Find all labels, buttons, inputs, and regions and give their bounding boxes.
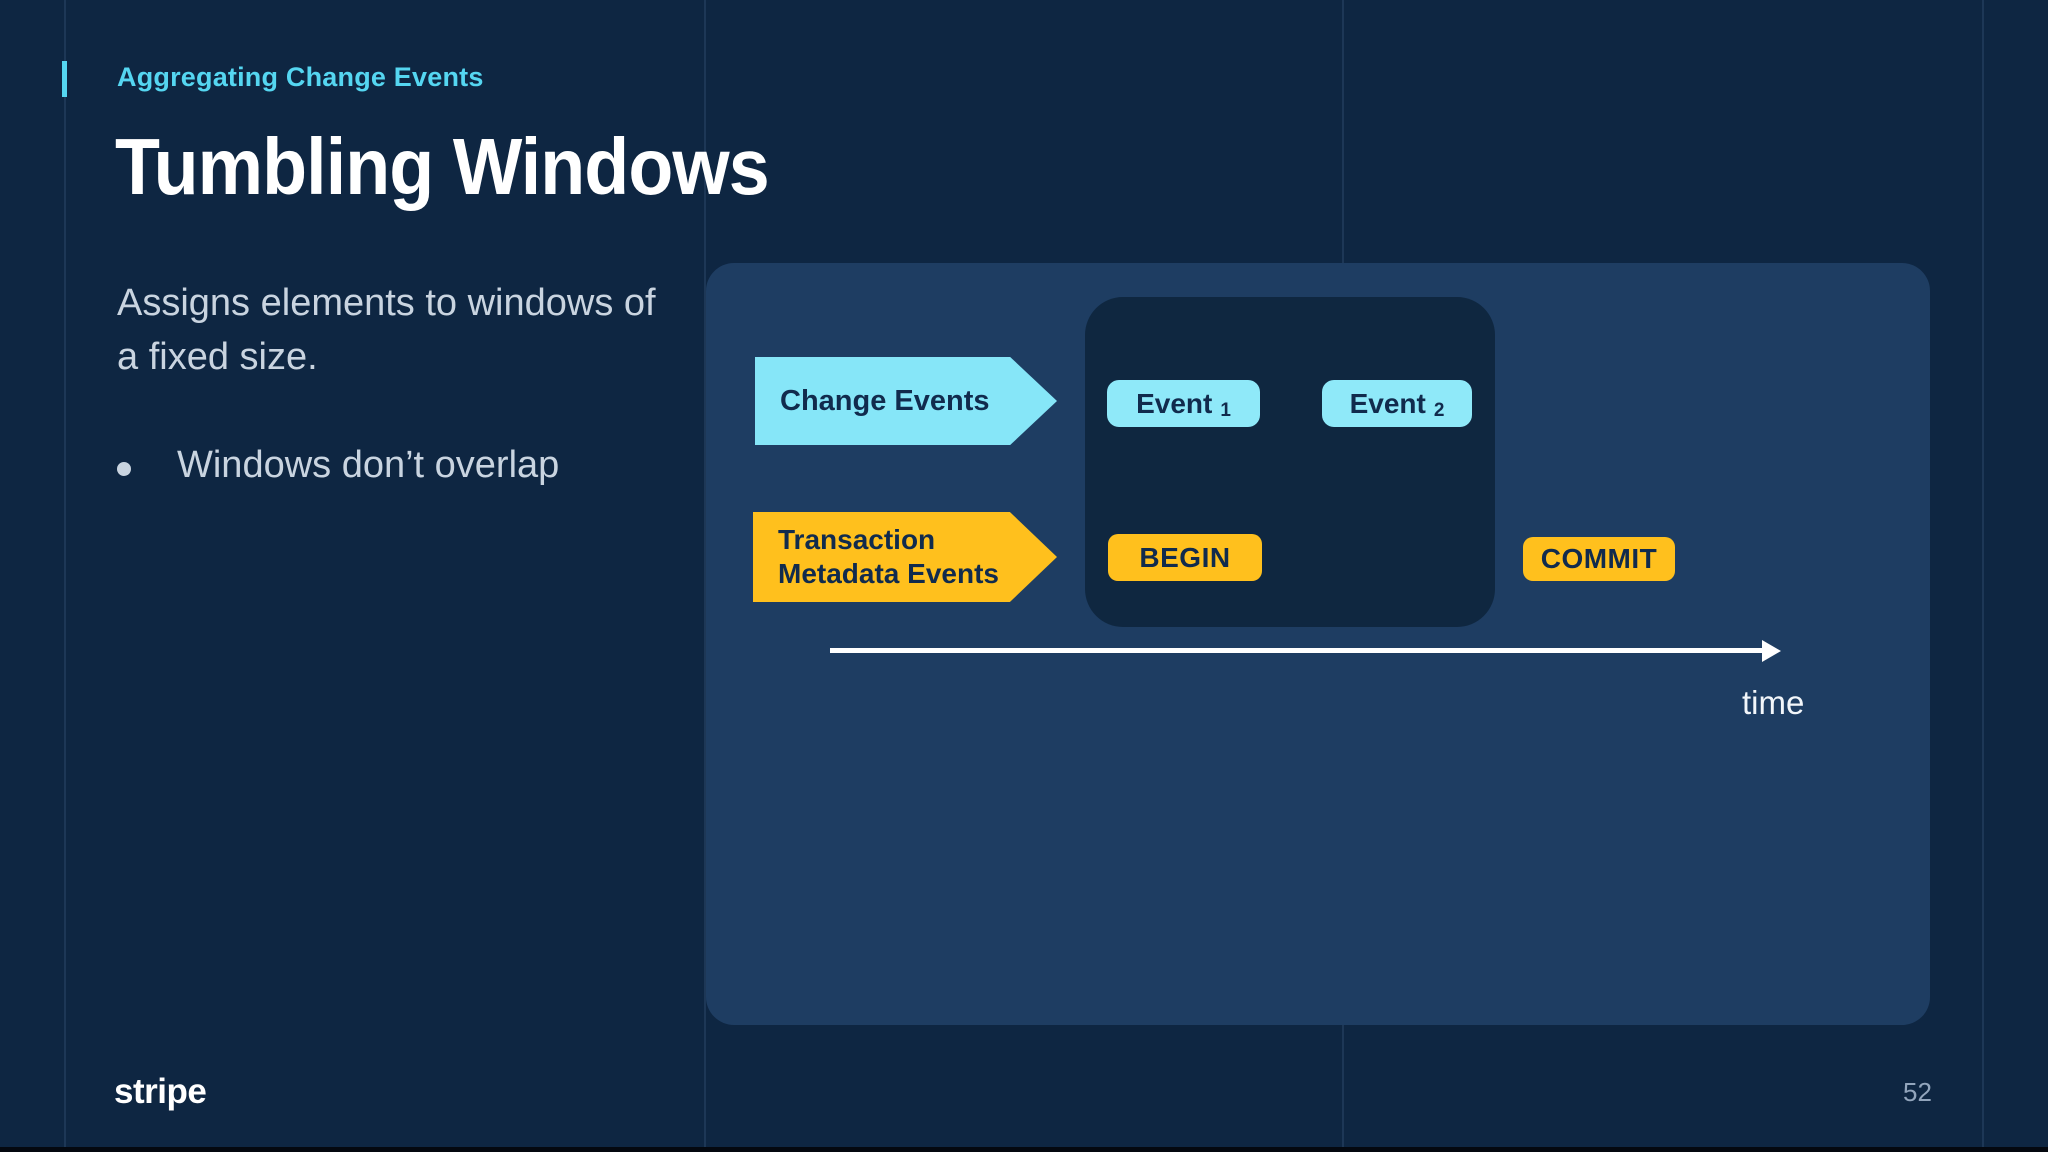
bullet-dot xyxy=(117,462,131,476)
column-guide-line xyxy=(64,0,66,1152)
begin-label: BEGIN xyxy=(1139,541,1231,573)
column-guide-line xyxy=(704,0,706,1152)
begin-box: BEGIN xyxy=(1108,534,1262,581)
time-axis-label: time xyxy=(1742,684,1805,721)
bullet-text: Windows don’t overlap xyxy=(177,444,560,486)
event-1-box: Event 1 xyxy=(1107,380,1260,427)
commit-label: COMMIT xyxy=(1540,543,1658,574)
change-events-label: Change Events xyxy=(780,384,990,417)
transaction-label-line1: Transaction xyxy=(778,524,936,555)
transaction-metadata-stream-arrow: Transaction Metadata Events xyxy=(753,512,1057,602)
time-axis-arrowhead-icon xyxy=(1762,640,1781,662)
change-events-stream-arrow: Change Events xyxy=(755,357,1057,445)
eyebrow-accent-bar xyxy=(62,61,67,97)
time-axis-line xyxy=(830,648,1763,653)
event-1-subscript: 1 xyxy=(1220,399,1231,421)
bottom-edge-bar xyxy=(0,1147,2048,1152)
event-2-label: Event xyxy=(1349,387,1426,419)
stripe-logo: stripe xyxy=(114,1072,207,1111)
commit-box: COMMIT xyxy=(1523,537,1675,581)
event-2-subscript: 2 xyxy=(1433,399,1445,421)
event-1-label: Event xyxy=(1136,387,1213,419)
column-guide-line xyxy=(1982,0,1984,1152)
body-paragraph: Assigns elements to windows of a fixed s… xyxy=(117,282,656,378)
transaction-label-line2: Metadata Events xyxy=(778,558,999,589)
event-2-box: Event 2 xyxy=(1322,380,1472,427)
section-eyebrow: Aggregating Change Events xyxy=(117,62,484,92)
bullet-item: Windows don’t overlap xyxy=(117,444,559,487)
transaction-metadata-label: Transaction Metadata Events xyxy=(778,523,999,591)
page-title: Tumbling Windows xyxy=(115,122,770,211)
page-number: 52 xyxy=(1903,1077,1932,1107)
